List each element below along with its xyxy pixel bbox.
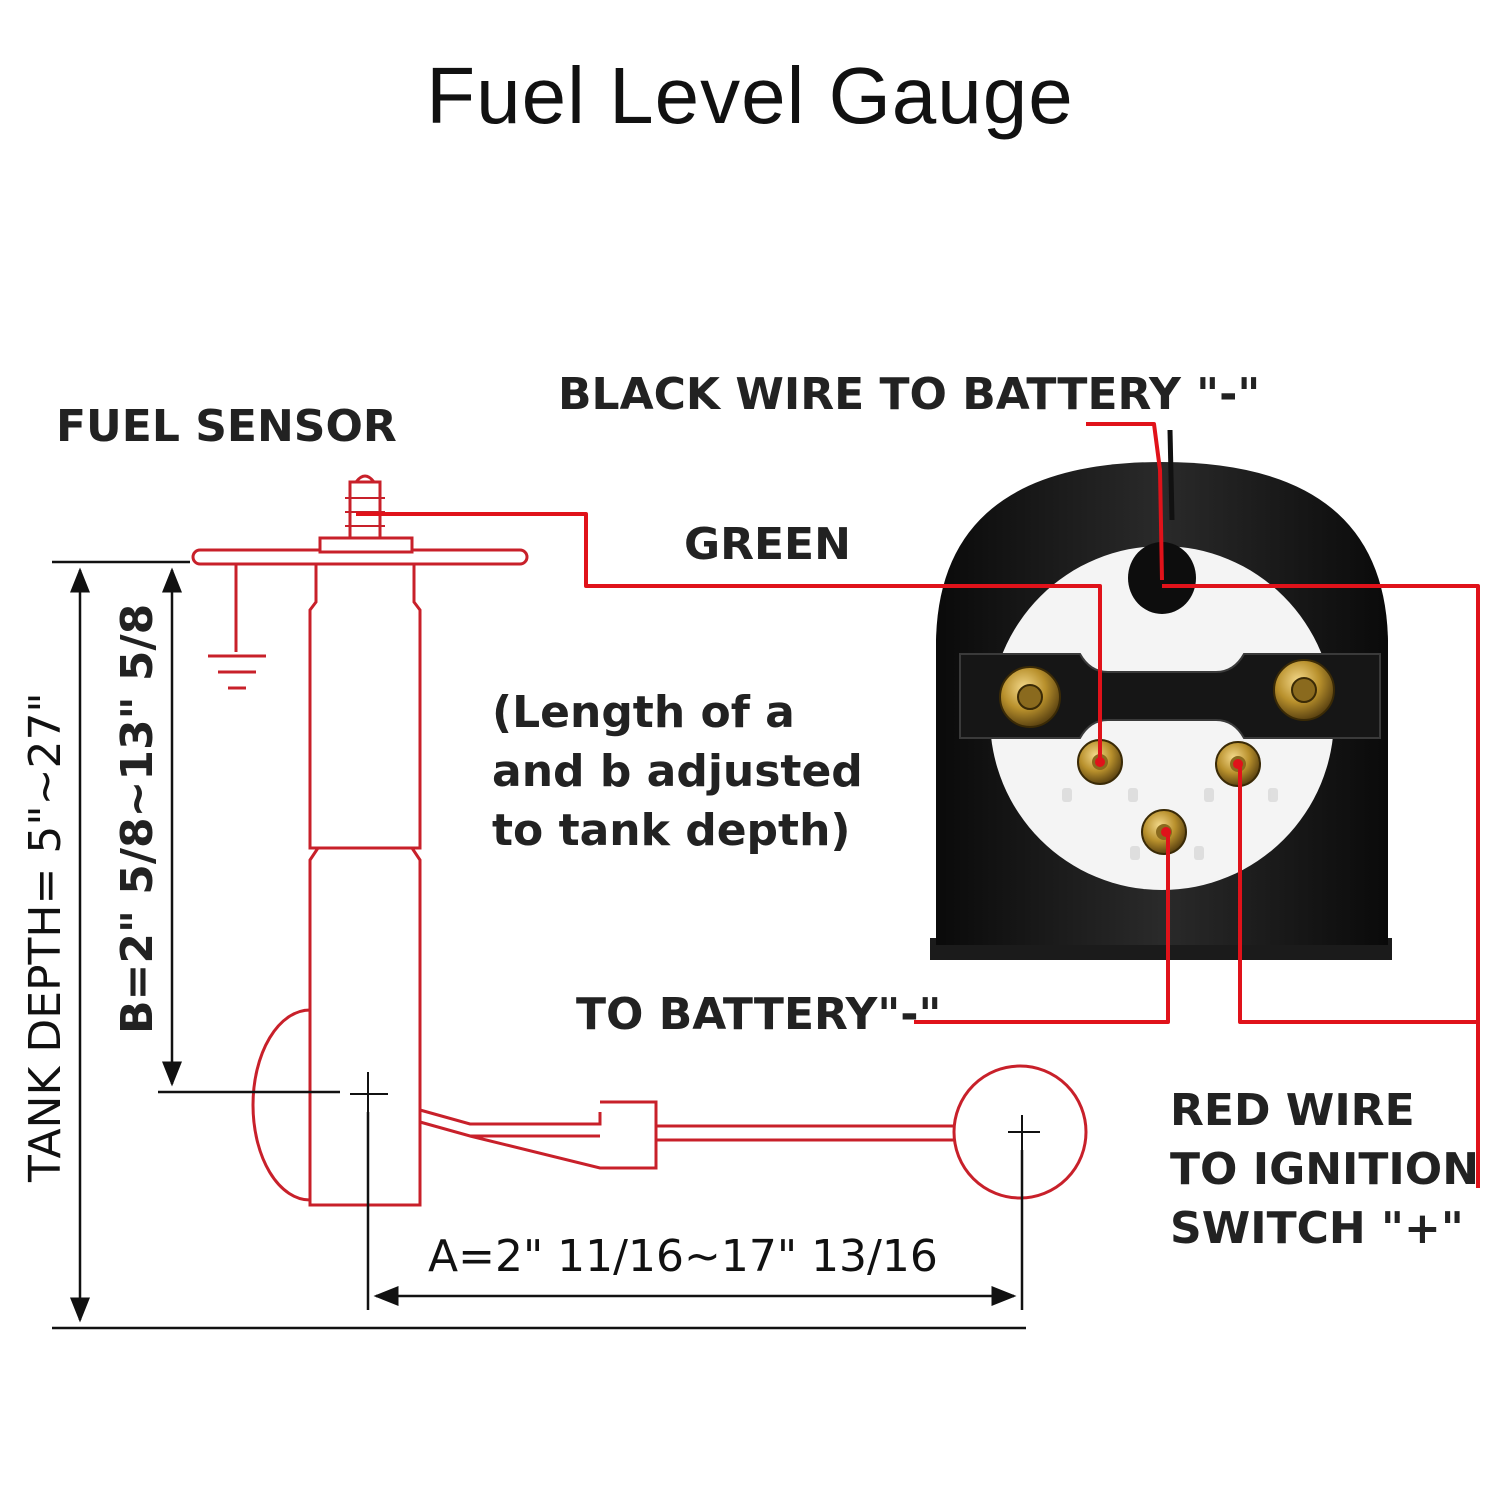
sensor-pivot-arc xyxy=(251,1008,311,1202)
fuel-sensor xyxy=(191,474,1088,1207)
sensor-terminal-stud xyxy=(348,480,382,540)
float-arm xyxy=(419,1108,602,1126)
wires xyxy=(356,422,1480,1188)
note-line-2: and b adjusted xyxy=(492,746,863,797)
black-wire-label: BLACK WIRE TO BATTERY "-" xyxy=(558,369,1261,420)
dim-b-label: B=2" 5/8~13" 5/8 xyxy=(112,603,163,1034)
red-ignition-wire xyxy=(1162,584,1480,1188)
battery-minus-wire xyxy=(914,832,1170,1024)
terminal-nut-icon xyxy=(1273,659,1335,721)
gauge xyxy=(930,462,1392,960)
dim-a-label: A=2" 11/16~17" 13/16 xyxy=(428,1231,938,1282)
sensor-upper-tube xyxy=(308,564,422,850)
black-wire xyxy=(1086,422,1164,581)
green-wire-label: GREEN xyxy=(684,519,851,570)
terminal-nut-icon xyxy=(999,666,1061,728)
note-line-3: to tank depth) xyxy=(492,805,851,856)
note-line-1: (Length of a xyxy=(492,687,795,738)
green-wire xyxy=(356,512,1102,762)
sensor-lower-tube xyxy=(308,847,422,1207)
red-wire-line-2: TO IGNITION xyxy=(1170,1144,1480,1195)
ground-symbol-icon xyxy=(208,564,266,690)
pivot-crosshair xyxy=(350,1072,1040,1150)
fuel-sensor-label: FUEL SENSOR xyxy=(56,401,397,452)
positive-wire xyxy=(1238,764,1478,1024)
to-battery-label: TO BATTERY"-" xyxy=(576,989,942,1040)
page-title: Fuel Level Gauge xyxy=(426,51,1074,140)
red-wire-line-3: SWITCH "+" xyxy=(1170,1203,1464,1254)
red-wire-line-1: RED WIRE xyxy=(1170,1085,1415,1136)
tank-depth-label: TANK DEPTH= 5"~27" xyxy=(20,692,71,1182)
sensor-cap xyxy=(318,536,414,554)
dimension-lines xyxy=(52,560,1026,1330)
